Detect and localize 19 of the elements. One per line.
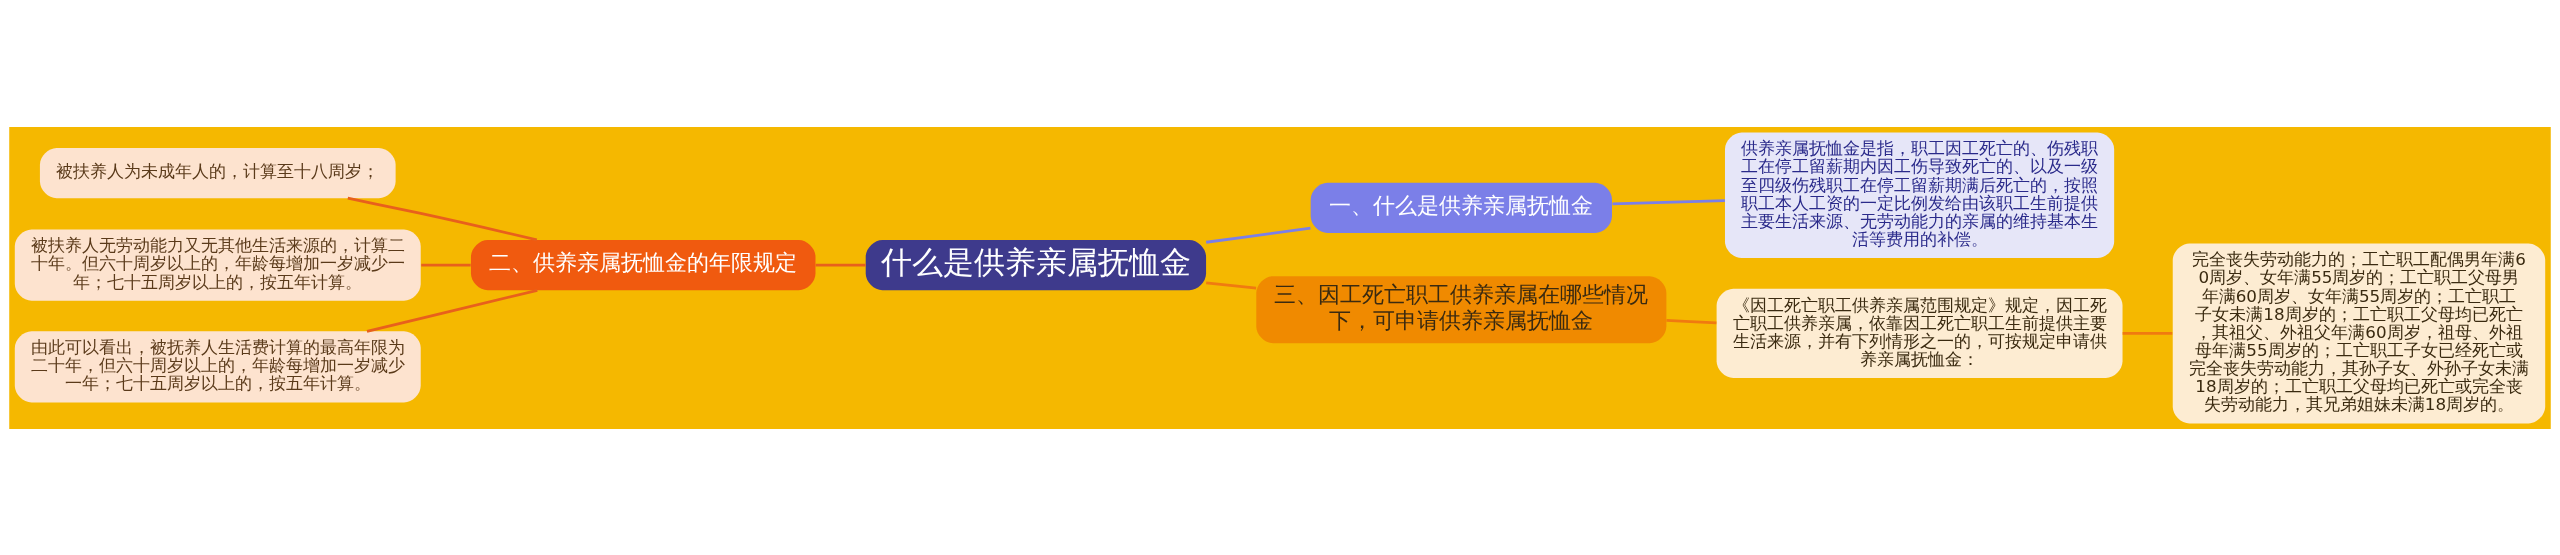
node-box: 被扶养人为未成年人的，计算至十八周岁；	[39, 147, 396, 198]
node-box: 什么是供养亲属抚恤金	[865, 239, 1207, 290]
node-box: 二、供养亲属抚恤金的年限规定	[470, 239, 816, 290]
connector	[1612, 198, 1725, 205]
connector	[1666, 318, 1717, 324]
node-box: 一、什么是供养亲属抚恤金	[1310, 182, 1612, 233]
connector	[1206, 281, 1257, 290]
node-box: 供养亲属抚恤金是指，职工因工死亡的、伤残职工在停工留薪期内因工伤导致死亡的、以及一级至四级伤残职工在停工留薪期满后死亡的，按照职工本人工资的一定比例发给由该职工生前提供主要生活来源、无劳动能力的亲属的维持基本生活等费用的补偿。	[1725, 132, 2115, 258]
node-box: 《因工死亡职工供养亲属范围规定》规定，因工死亡职工供养亲属，依靠因工死亡职工生前提供主要生活来源，并有下列情形之一的，可按规定申请供养亲属抚恤金：	[1716, 288, 2123, 378]
node-box: 被扶养人无劳动能力又无其他生活来源的，计算二十年。但六十周岁以上的，年龄每增加一岁减少一年；七十五周岁以上的，按五年计算。	[14, 229, 421, 301]
connector	[366, 288, 538, 333]
node-box: 完全丧失劳动能力的；工亡职工配偶男年满60周岁、女年满55周岁的；工亡职工父母男年满60周岁、女年满55周岁的；工亡职工子女未满18周岁的；工亡职工父母均已死亡，其祖父、外祖父年满60周岁，祖母、外祖母年满55周岁的；工亡职工子女已经死亡或完全丧失劳动能力，其孙子女、外孙子女未满18周岁的；工亡职工父母均已死亡或完全丧失劳动能力，其兄弟姐妹未满18周岁的。	[2172, 243, 2546, 423]
connector	[2122, 331, 2173, 335]
node-box: 三、因工死亡职工供养亲属在哪些情况下，可申请供养亲属抚恤金	[1256, 275, 1667, 343]
node-box: 由此可以看出，被抚养人生活费计算的最高年限为二十年，但六十周岁以上的，年龄每增加一岁减少一年；七十五周岁以上的，按五年计算。	[14, 330, 421, 402]
connector	[815, 263, 866, 266]
connector	[421, 263, 471, 266]
connector	[1205, 226, 1311, 244]
connector	[347, 196, 538, 241]
